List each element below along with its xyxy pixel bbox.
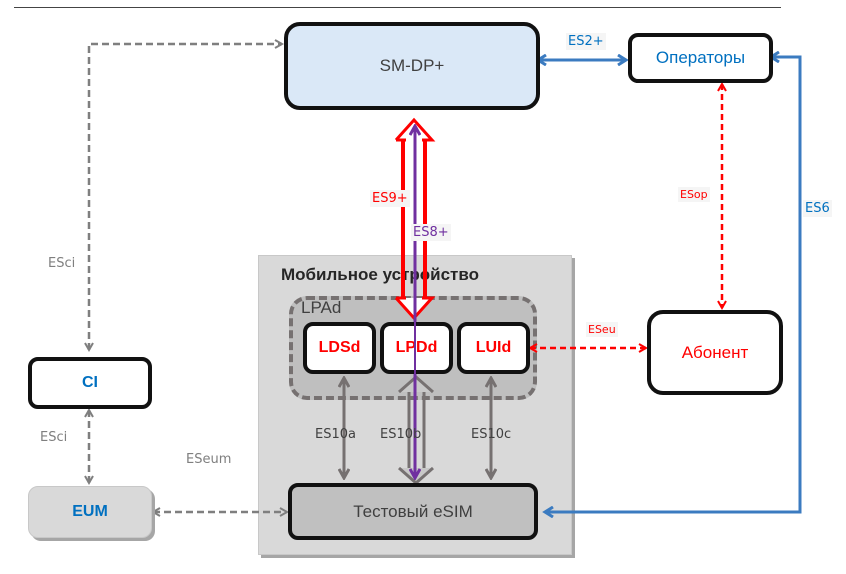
- eseu-label: ESeu: [586, 322, 618, 337]
- test-esim-node[interactable]: Тестовый eSIM: [288, 483, 538, 540]
- es9-label: ES9+: [370, 190, 410, 207]
- ldsd-node[interactable]: LDSd: [303, 322, 376, 374]
- es2-label: ES2+: [566, 33, 606, 50]
- es10b-label: ES10b: [380, 427, 422, 442]
- eum-label: EUM: [72, 503, 108, 520]
- es8-label: ES8+: [411, 224, 451, 241]
- subscriber-node[interactable]: Абонент: [647, 310, 783, 395]
- es10c-label: ES10c: [471, 427, 512, 442]
- esci-label-top: ESci: [48, 256, 76, 271]
- operators-label: Операторы: [655, 48, 746, 67]
- mobile-device-title: Мобильное устройство: [281, 265, 479, 284]
- header-rule: [14, 7, 781, 8]
- esci-label-bottom: ESci: [40, 430, 68, 445]
- es6-connector: [545, 57, 802, 512]
- smdp-label: SM-DP+: [379, 56, 445, 75]
- ci-label: CI: [82, 374, 98, 391]
- operators-node[interactable]: Операторы: [628, 33, 773, 83]
- eum-node[interactable]: EUM: [28, 486, 152, 538]
- luid-label: LUId: [475, 339, 512, 356]
- luid-node[interactable]: LUId: [457, 322, 530, 374]
- esop-label: ESop: [678, 187, 710, 202]
- test-esim-label: Тестовый eSIM: [353, 501, 473, 521]
- lpdd-node[interactable]: LPDd: [380, 322, 453, 374]
- esci-connector-top: [89, 44, 282, 350]
- smdp-node[interactable]: SM-DP+: [284, 22, 540, 110]
- lpdd-label: LPDd: [395, 339, 438, 356]
- eseum-label: ESeum: [186, 452, 232, 467]
- subscriber-label: Абонент: [681, 342, 749, 362]
- ci-node[interactable]: CI: [28, 357, 152, 409]
- lpad-label: LPAd: [301, 298, 342, 317]
- es10a-label: ES10a: [315, 427, 356, 442]
- es8-overlay: [414, 322, 416, 374]
- ldsd-label: LDSd: [318, 339, 361, 356]
- es6-label: ES6: [803, 200, 832, 217]
